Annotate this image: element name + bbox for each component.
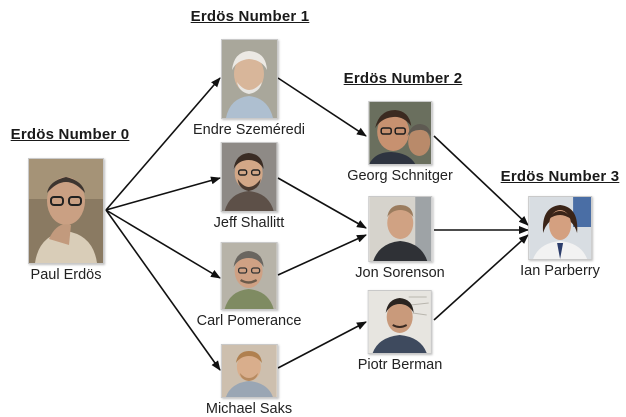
node-jon-sorenson: Jon Sorenson <box>355 196 445 281</box>
node-jeff-shallitt: Jeff Shallitt <box>213 142 285 231</box>
name-label: Jeff Shallitt <box>213 215 285 231</box>
node-endre-szemeredi: Endre Szeméredi <box>193 39 305 138</box>
node-ian-parberry: Ian Parberry <box>520 196 600 279</box>
portrait-photo <box>220 344 278 398</box>
arrow-shallitt-to-sorenson <box>277 177 367 229</box>
node-piotr-berman: Piotr Berman <box>357 290 443 373</box>
arrow-saks-to-berman <box>277 321 367 369</box>
arrow-erdos-to-shallitt <box>105 176 221 211</box>
name-label: Piotr Berman <box>357 357 443 373</box>
node-carl-pomerance: Carl Pomerance <box>196 242 302 329</box>
node-paul-erdos: Paul Erdös <box>28 158 104 283</box>
heading-erdos-number-3: Erdös Number 3 <box>500 168 620 185</box>
arrow-berman-to-parberry <box>433 234 529 321</box>
portrait-photo <box>220 39 278 119</box>
name-label: Michael Saks <box>205 401 293 417</box>
name-label: Endre Szeméredi <box>192 122 306 138</box>
portrait-photo <box>527 196 592 260</box>
node-michael-saks: Michael Saks <box>206 344 292 417</box>
arrow-erdos-to-saks <box>105 209 221 371</box>
arrow-szemeredi-to-schnitger <box>277 77 367 137</box>
name-label: Carl Pomerance <box>196 313 302 329</box>
heading-erdos-number-1: Erdös Number 1 <box>190 8 310 25</box>
portrait-photo <box>368 101 432 165</box>
portrait-photo <box>220 142 278 212</box>
arrow-erdos-to-pomerance <box>105 209 221 279</box>
portrait-photo <box>220 242 278 310</box>
arrow-erdos-to-szemeredi <box>105 77 221 211</box>
arrow-pomerance-to-sorenson <box>277 234 367 276</box>
node-georg-schnitger: Georg Schnitger <box>347 101 453 184</box>
heading-erdos-number-2: Erdös Number 2 <box>343 70 463 87</box>
portrait-photo <box>28 158 104 264</box>
portrait-photo <box>368 290 432 354</box>
name-label: Jon Sorenson <box>355 265 445 281</box>
name-label: Paul Erdös <box>30 267 102 283</box>
arrow-schnitger-to-parberry <box>433 135 529 226</box>
portrait-photo <box>367 196 432 262</box>
name-label: Georg Schnitger <box>347 168 453 184</box>
heading-erdos-number-0: Erdös Number 0 <box>10 126 130 143</box>
name-label: Ian Parberry <box>520 263 600 279</box>
